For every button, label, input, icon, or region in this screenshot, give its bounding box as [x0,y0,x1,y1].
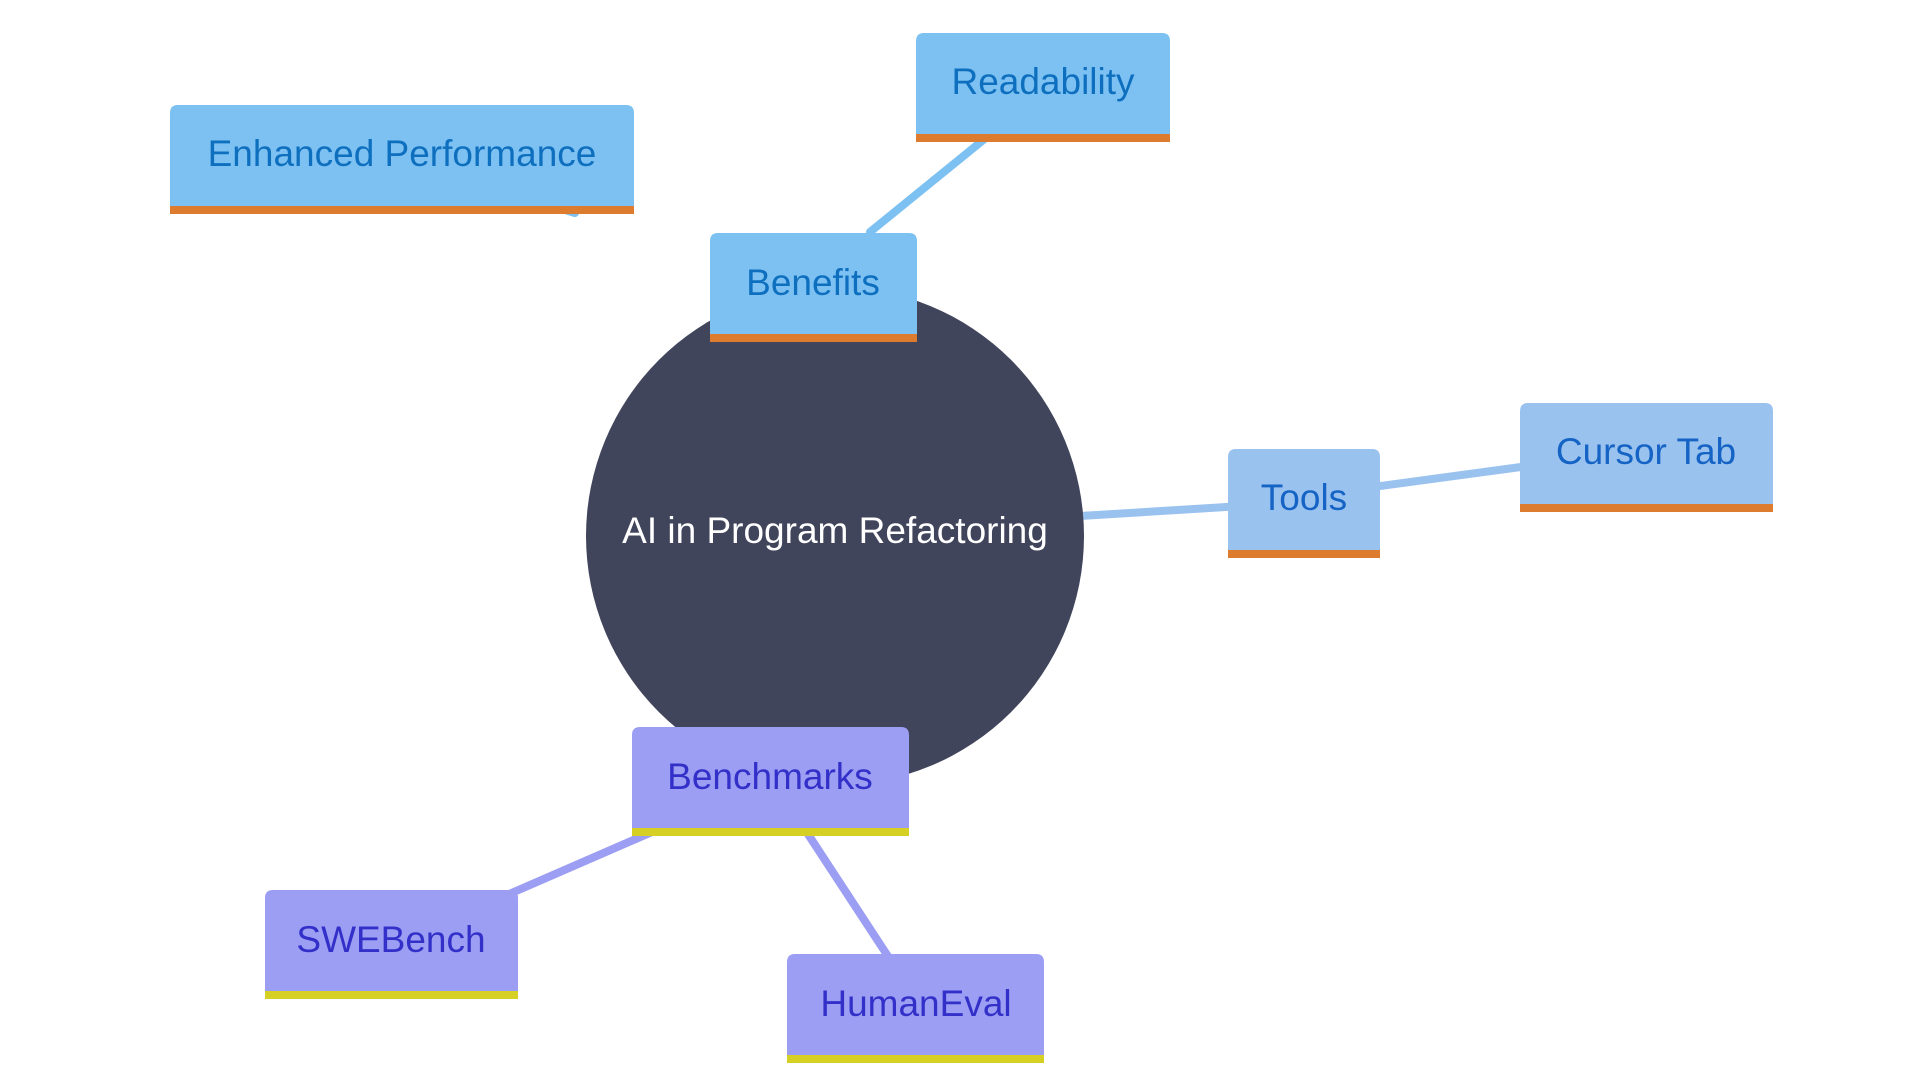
node-readability-label: Readability [951,61,1135,102]
node-cursor-tab-underline [1520,504,1773,512]
node-swebench-label: SWEBench [296,919,485,960]
node-humaneval-underline [787,1055,1044,1063]
root-label: AI in Program Refactoring [622,510,1048,551]
node-readability: Readability [916,33,1170,142]
node-cursor-tab: Cursor Tab [1520,403,1773,512]
node-readability-underline [916,134,1170,142]
node-tools-label: Tools [1261,477,1347,518]
node-humaneval-box [787,954,1044,1061]
node-benefits-underline [710,334,917,342]
link-benchmarks-humaneval [798,821,899,971]
node-humaneval-label: HumanEval [820,983,1011,1024]
node-tools-box [1228,449,1380,556]
node-readability-box [916,33,1170,140]
node-enhanced-performance-label: Enhanced Performance [208,133,597,174]
node-tools-underline [1228,550,1380,558]
node-cursor-tab-box [1520,403,1773,510]
node-benefits: Benefits [710,233,917,342]
node-benchmarks-underline [632,828,909,836]
node-benchmarks: Benchmarks [632,727,909,836]
node-benchmarks-label: Benchmarks [667,756,873,797]
node-cursor-tab-label: Cursor Tab [1556,431,1736,472]
node-enhanced-performance-underline [170,206,634,214]
node-benchmarks-box [632,727,909,834]
node-benefits-box [710,233,917,340]
node-swebench-underline [265,991,518,999]
root-circle [586,287,1084,785]
node-enhanced-performance-box [170,105,634,212]
node-tools: Tools [1228,449,1380,558]
node-humaneval: HumanEval [787,954,1044,1063]
root-node: AI in Program Refactoring [586,287,1084,785]
node-enhanced-performance: Enhanced Performance [170,105,634,214]
node-benefits-label: Benefits [746,262,880,303]
node-swebench: SWEBench [265,890,518,999]
node-swebench-box [265,890,518,997]
